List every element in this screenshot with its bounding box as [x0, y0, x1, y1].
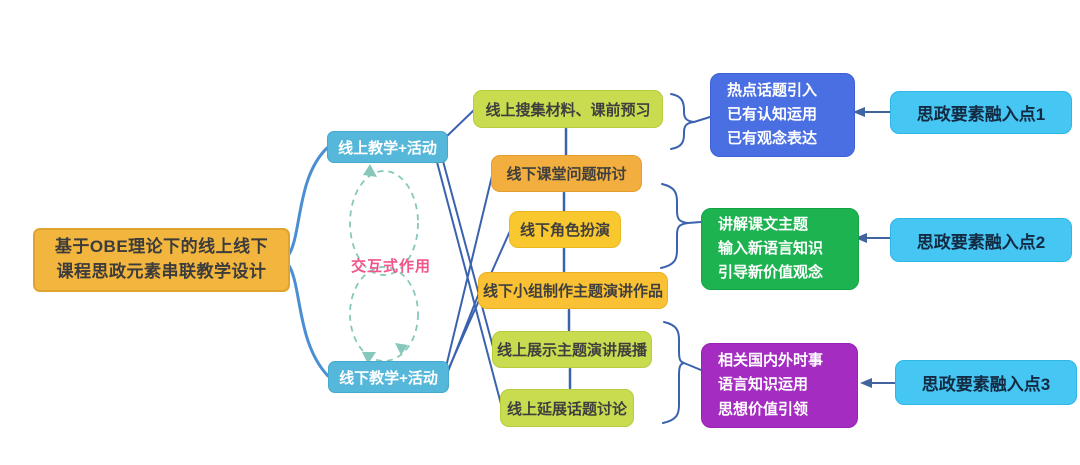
point-label: 思政要素融入点1	[916, 105, 1046, 124]
connector-root-to-offline-branch	[286, 262, 330, 378]
point-node-1[interactable]: 思政要素融入点1	[890, 91, 1072, 134]
point-node-3[interactable]: 思政要素融入点3	[895, 360, 1077, 405]
brace-group-1	[670, 93, 695, 150]
activity-node-offline-roleplay[interactable]: 线下角色扮演	[509, 211, 621, 248]
activity-node-offline-groupwork[interactable]: 线下小组制作主题演讲作品	[478, 272, 668, 309]
activity-label: 线上延展话题讨论	[506, 400, 627, 418]
point-node-2[interactable]: 思政要素融入点2	[890, 218, 1072, 262]
brace-link-2	[687, 221, 702, 224]
arrow-left-icon	[860, 378, 872, 388]
outcome-line: 输入新语言知识	[718, 239, 824, 257]
outcome-line: 已有认知运用	[727, 105, 818, 123]
root-node-line2: 课程思政元素串联教学设计	[56, 262, 267, 281]
activity-label: 线上展示主题演讲展播	[497, 342, 648, 359]
branch-offline-teaching[interactable]: 线下教学+活动	[328, 361, 449, 393]
activity-label: 线下角色扮演	[519, 222, 610, 239]
brace-group-2	[660, 183, 689, 269]
interaction-label: 交互式作用	[351, 258, 432, 275]
arrow-down-icon	[395, 343, 408, 355]
activity-label: 线下小组制作主题演讲作品	[483, 283, 664, 300]
brace-link-1	[693, 116, 711, 123]
connector-online-to-activity1	[445, 109, 475, 138]
outcome-line: 已有观念表达	[727, 130, 818, 148]
connector-online-to-activity6	[436, 161, 502, 405]
activity-node-online-extended-discussion[interactable]: 线上延展话题讨论	[500, 389, 634, 427]
connector-root-to-online-branch	[286, 146, 329, 258]
outcome-line: 语言知识运用	[718, 376, 809, 394]
activity-label: 线下课堂问题研讨	[506, 166, 627, 183]
arrow-left-icon	[855, 233, 867, 243]
interaction-loop-top	[349, 170, 419, 276]
root-node-line1: 基于OBE理论下的线上线下	[54, 237, 269, 257]
connector-online-to-activity5	[442, 160, 494, 348]
outcome-node-1[interactable]: 热点话题引入 已有认知运用 已有观念表达	[710, 73, 855, 157]
connector-offline-to-activity2	[445, 175, 493, 368]
branch-offline-label: 线下教学+活动	[339, 369, 438, 387]
outcome-node-2[interactable]: 讲解课文主题 输入新语言知识 引导新价值观念	[701, 208, 859, 290]
outcome-line: 引导新价值观念	[718, 264, 824, 282]
brace-link-3	[683, 362, 702, 371]
outcome-line: 讲解课文主题	[718, 215, 809, 233]
branch-online-label: 线上教学+活动	[338, 139, 437, 157]
point-label: 思政要素融入点3	[921, 375, 1051, 394]
activity-label: 线上搜集材料、课前预习	[485, 101, 651, 119]
activity-node-online-materials[interactable]: 线上搜集材料、课前预习	[473, 90, 663, 128]
point-label: 思政要素融入点2	[916, 232, 1046, 252]
outcome-line: 相关国内外时事	[718, 352, 824, 370]
branch-online-teaching[interactable]: 线上教学+活动	[327, 131, 448, 163]
interaction-loop-bottom	[349, 266, 419, 362]
root-node[interactable]: 基于OBE理论下的线上线下 课程思政元素串联教学设计	[33, 228, 290, 292]
arrow-left-icon	[853, 107, 865, 117]
outcome-line: 热点话题引入	[727, 81, 818, 99]
brace-group-3	[662, 321, 685, 424]
arrow-up-icon	[363, 164, 377, 177]
arrow-down-icon	[362, 352, 376, 364]
outcome-node-3[interactable]: 相关国内外时事 语言知识运用 思想价值引领	[701, 343, 858, 428]
connector-offline-to-activity4	[446, 292, 480, 375]
activity-node-offline-discussion[interactable]: 线下课堂问题研讨	[491, 155, 642, 192]
activity-node-online-presentation[interactable]: 线上展示主题演讲展播	[492, 331, 652, 368]
outcome-line: 思想价值引领	[718, 400, 809, 418]
